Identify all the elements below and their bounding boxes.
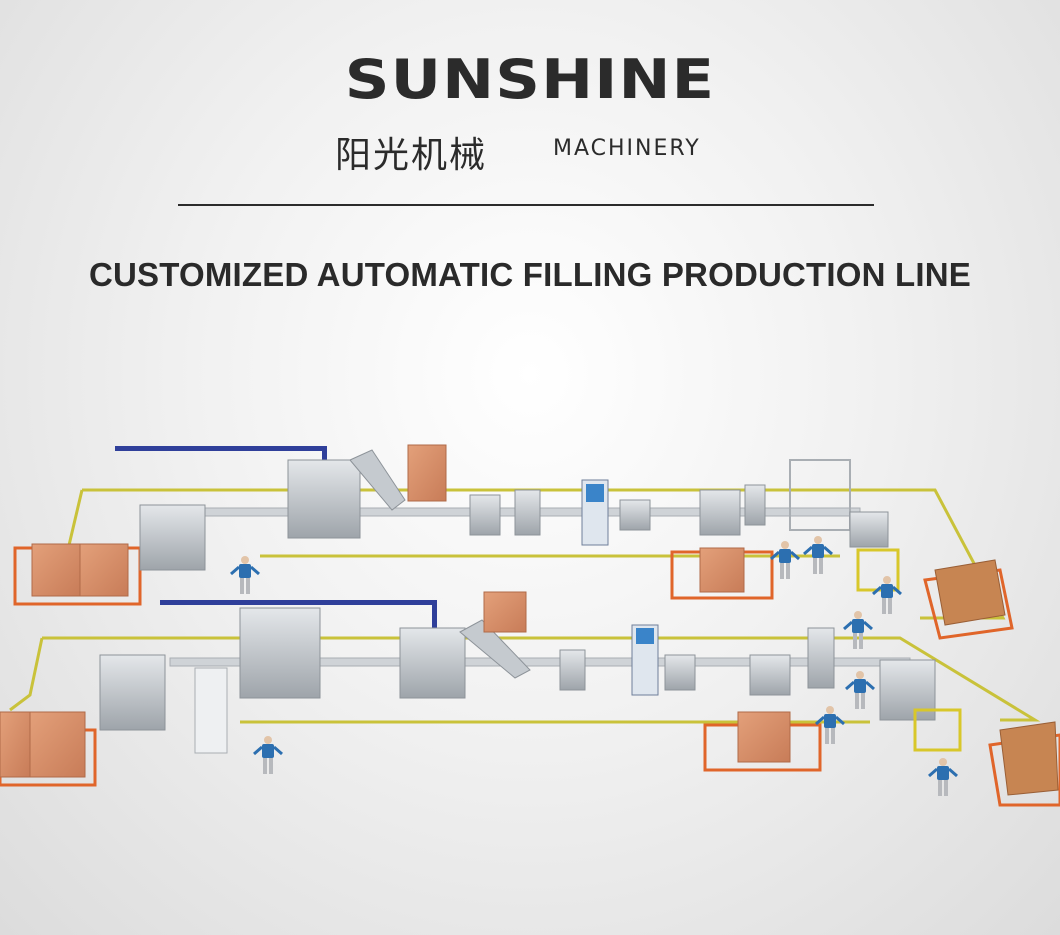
- logo-sub-row: 阳光机械 MACHINERY: [335, 126, 725, 176]
- logo-cn: 阳光机械: [335, 135, 488, 176]
- logo-machinery: MACHINERY: [553, 136, 701, 161]
- lower-line: [0, 591, 1060, 807]
- production-line-illustration: [0, 444, 1060, 807]
- page-headline: CUSTOMIZED AUTOMATIC FILLING PRODUCTION …: [88, 256, 972, 293]
- header-divider: [178, 204, 874, 206]
- logo-en: SUNSHINE: [344, 48, 716, 111]
- upper-line: [13, 444, 1014, 640]
